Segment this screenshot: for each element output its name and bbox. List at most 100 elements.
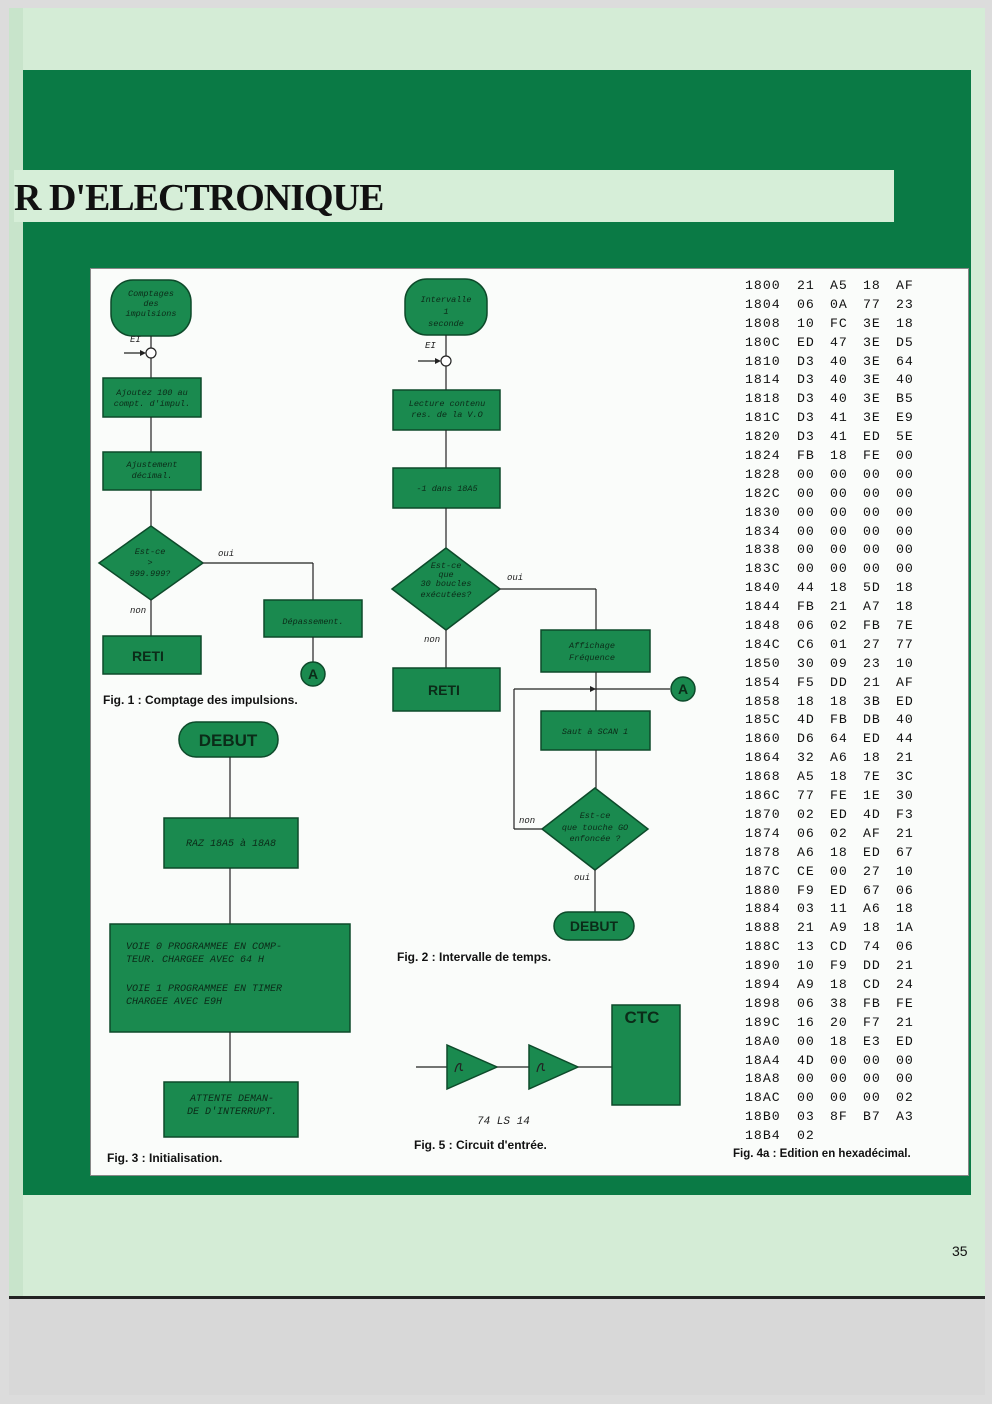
hex-address: 1880: [745, 882, 781, 898]
hex-byte: 00: [830, 466, 848, 482]
hex-byte: 77: [797, 788, 815, 804]
fig1-add-line1: Ajoutez 100 au: [115, 388, 187, 398]
hex-address: 1804: [745, 296, 781, 312]
hex-byte: 4D: [797, 712, 815, 728]
fig1-flowchart: Comptages des impulsions EI Ajoutez 100 …: [97, 279, 363, 707]
fig1-add-line2: compt. d'impul.: [114, 399, 191, 409]
hex-byte: 06: [797, 825, 815, 841]
fig1-connector-label: A: [308, 666, 318, 682]
fig5-caption: Fig. 5 : Circuit d'entrée.: [414, 1138, 547, 1152]
hex-byte: 40: [830, 372, 848, 388]
hex-byte: 02: [830, 618, 848, 634]
fig1-decision-line3: 999.999?: [130, 569, 171, 579]
hex-byte: 3E: [863, 372, 881, 388]
hex-byte: 21: [830, 599, 848, 615]
hex-byte: 00: [797, 1090, 815, 1106]
hex-byte: 18: [797, 693, 815, 709]
fig2-non-label: non: [424, 635, 440, 645]
hex-address: 1814: [745, 372, 781, 388]
fig1-overflow-text: Dépassement.: [282, 617, 343, 627]
hex-address: 189C: [745, 1014, 781, 1030]
hex-byte: 10: [896, 655, 914, 671]
section-title: R D'ELECTRONIQUE: [14, 177, 384, 219]
hex-byte: A5: [830, 278, 848, 293]
hex-byte: 5E: [896, 429, 914, 445]
hex-byte: 00: [830, 561, 848, 577]
hex-byte: 3E: [863, 410, 881, 426]
hex-address: 187C: [745, 863, 781, 879]
fig2-read-step: [392, 389, 501, 431]
hex-byte: A6: [797, 844, 815, 860]
fig2-start-line2: 1: [443, 307, 448, 317]
hex-byte: FE: [863, 448, 881, 464]
hex-address: 18A8: [745, 1071, 781, 1087]
fig3-program-line3: VOIE 1 PROGRAMMEE EN TIMER: [126, 984, 282, 995]
hex-byte: 16: [797, 1014, 815, 1030]
hex-byte: ED: [797, 334, 815, 350]
hex-byte: A3: [896, 1109, 914, 1125]
fig2-loops-line4: exécutées?: [420, 590, 471, 600]
hex-address: 1818: [745, 391, 781, 407]
fig2-go-line3: enfoncée ?: [569, 834, 620, 844]
hex-byte: 21: [896, 750, 914, 766]
hex-address: 1848: [745, 618, 781, 634]
fig5-circuit: CTC 74 LS 14 Fig. 5 : Circuit d'entrée.: [414, 1004, 681, 1152]
hex-byte: 18: [830, 844, 848, 860]
fig1-decision-line2: >: [147, 558, 152, 568]
hex-byte: 40: [896, 712, 914, 728]
hex-byte: C6: [797, 636, 815, 652]
hex-byte: ED: [830, 806, 848, 822]
fig3-program-line4: CHARGEE AVEC E9H: [126, 997, 222, 1008]
hex-byte: 00: [830, 1052, 848, 1068]
hex-byte: 06: [896, 939, 914, 955]
hex-byte: ED: [863, 731, 881, 747]
fig2-jump-step: [540, 710, 651, 751]
hex-byte: 27: [863, 863, 881, 879]
hex-byte: 00: [896, 1052, 914, 1068]
fig3-program-line1: VOIE 0 PROGRAMMEE EN COMP-: [126, 942, 282, 953]
hex-address: 1870: [745, 806, 781, 822]
fig2-display-line2: Fréquence: [569, 653, 615, 663]
hex-byte: 02: [797, 1128, 815, 1144]
hex-byte: 21: [896, 825, 914, 841]
hex-byte: 44: [896, 731, 914, 747]
fig1-connector-a: [300, 661, 326, 687]
hex-byte: 10: [797, 958, 815, 974]
hex-byte: 00: [896, 1071, 914, 1087]
hex-byte: F7: [863, 1014, 881, 1030]
hex-byte: 11: [830, 901, 848, 917]
hex-byte: ED: [896, 1033, 914, 1049]
hex-byte: DD: [830, 674, 848, 690]
fig2-read-line1: Lecture contenu: [409, 399, 486, 409]
hex-byte: B5: [896, 391, 914, 407]
hex-byte: AF: [863, 825, 881, 841]
hex-byte: 00: [863, 466, 881, 482]
fig2-go-line1: Est-ce: [580, 811, 611, 821]
hex-byte: B7: [863, 1109, 881, 1125]
fig5-ctc-label: CTC: [625, 1008, 660, 1027]
hex-byte: 5D: [863, 580, 881, 596]
hex-byte: D3: [797, 391, 815, 407]
hex-byte: 00: [797, 561, 815, 577]
hex-address: 1828: [745, 466, 781, 482]
hex-byte: 02: [830, 825, 848, 841]
fig2-display-step: [540, 629, 651, 673]
hex-byte: 74: [863, 939, 881, 955]
hex-byte: 00: [830, 542, 848, 558]
hex-byte: 00: [797, 523, 815, 539]
